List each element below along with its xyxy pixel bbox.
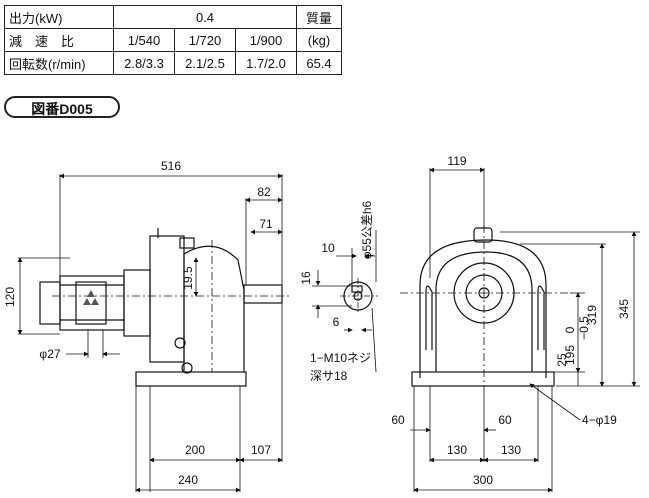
tap-note-1: 1−M10ネジ [310,351,371,365]
shaft-tolerance-note: φ55公差h6 [360,200,374,259]
base-plate [135,371,247,387]
ratio-label: 減 速 比 [4,28,114,52]
shaft-centre [478,287,490,299]
ratio-cell: 1/900 [235,28,297,52]
motor-body [59,275,125,331]
drawing-number: 図番D005 [4,96,120,118]
dim-60-left: 60 [391,413,405,427]
dim-6: 6 [333,315,340,329]
gear-casing [183,245,245,372]
dim-200: 200 [185,443,205,457]
dim-25: 25 [555,353,569,367]
dim-phi27: φ27 [39,347,60,361]
output-value: 0.4 [113,5,297,29]
mass-unit: (kg) [296,28,342,52]
dim-107: 107 [251,443,271,457]
oil-plug [174,337,186,349]
speed-cell: 2.8/3.3 [113,51,175,75]
table-row: 回転数(r/min) 2.8/3.3 2.1/2.5 1.7/2.0 65.4 [4,51,342,75]
dim-71: 71 [259,217,273,231]
dim-16: 16 [299,271,313,285]
dim-130-left: 130 [447,443,467,457]
dim-516: 516 [161,159,181,173]
output-shaft [243,284,283,304]
dim-10: 10 [321,241,335,255]
spec-table: 出力(kW) 0.4 質量 減 速 比 1/540 1/720 1/900 (k… [4,5,342,75]
drain-plug [181,362,193,374]
eye-bolt [179,237,195,249]
dim-130-right: 130 [501,443,521,457]
front-inner [435,251,533,372]
speed-label: 回転数(r/min) [4,51,114,75]
mass-value: 65.4 [296,51,342,75]
dim-345: 345 [617,299,631,319]
mitsubishi-logo-icon [83,290,99,305]
motor-flange [123,269,151,337]
output-label: 出力(kW) [4,5,114,29]
front-base [411,371,555,387]
table-row: 出力(kW) 0.4 質量 [4,5,342,29]
dim-195: 195 [563,345,577,365]
keyway [351,285,363,293]
dim-19-5: 19.5 [181,266,195,290]
front-housing [419,239,547,378]
speed-cell: 2.1/2.5 [174,51,236,75]
dim-119: 119 [447,154,466,168]
front-eye-bolt [473,227,493,243]
dim-tol-top: 0 [563,326,577,333]
gear-housing [149,235,185,363]
dim-300: 300 [473,473,493,487]
dim-120: 120 [3,287,17,307]
dim-82: 82 [257,185,271,199]
dim-240: 240 [178,473,198,487]
dim-319: 319 [585,305,599,325]
motor-nameplate [75,281,107,325]
holes-note: 4−φ19 [582,413,617,427]
dim-60-right: 60 [498,413,512,427]
table-row: 減 速 比 1/540 1/720 1/900 (kg) [4,28,342,52]
motor-fan-cover [39,281,61,325]
dim-tol-bottom: −0.5 [577,316,591,340]
speed-cell: 1.7/2.0 [235,51,297,75]
front-view [411,227,555,387]
tap-note-2: 深サ18 [310,369,348,383]
side-view [39,228,283,387]
